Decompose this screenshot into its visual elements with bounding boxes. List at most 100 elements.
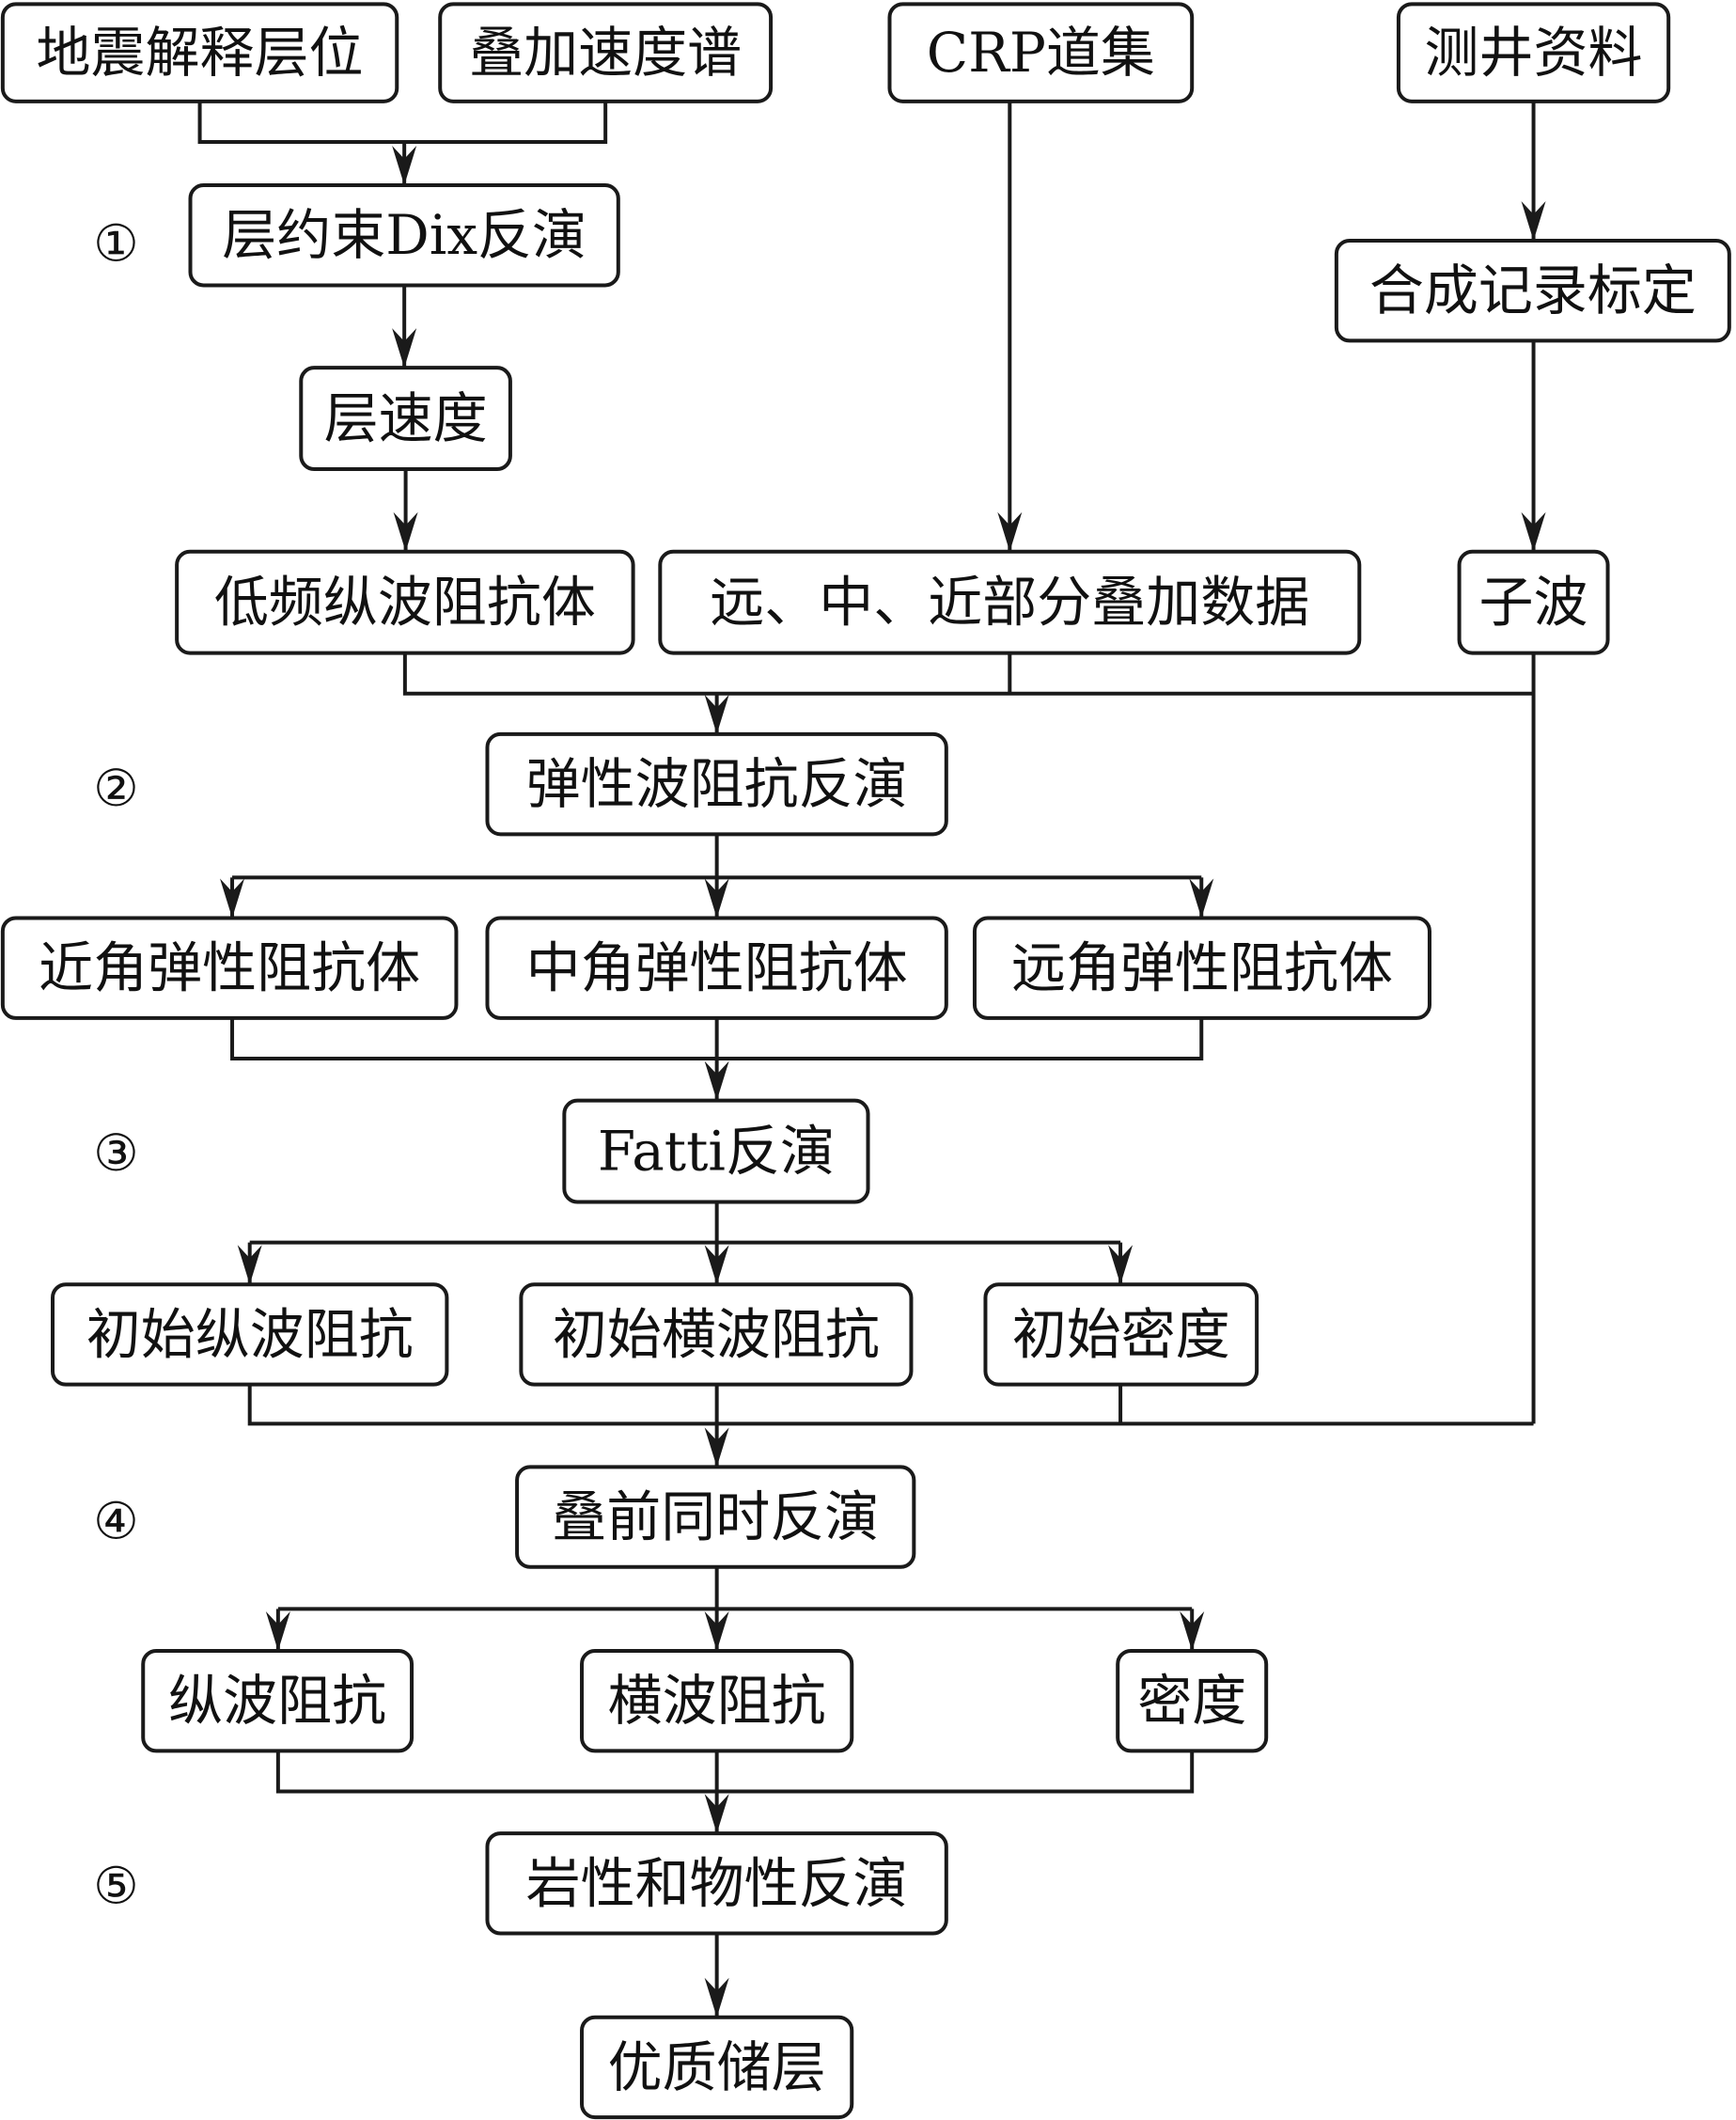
- node-label: 叠加速度谱: [469, 21, 742, 85]
- node-far-angle-ei: 远角弹性阻抗体: [972, 916, 1431, 1020]
- arrowhead-icon: [265, 1610, 290, 1651]
- node-label: 子波: [1479, 571, 1588, 635]
- node-box: [1116, 1648, 1269, 1753]
- node-box: [983, 1282, 1259, 1387]
- node-s-impedance: 横波阻抗: [580, 1648, 854, 1753]
- node-box: [0, 2, 399, 103]
- node-dix-inversion: 层约束Dix反演: [188, 183, 620, 288]
- node-seismic-horizons: 地震解释层位: [0, 2, 399, 103]
- arrowhead-icon: [704, 1060, 729, 1101]
- node-lithology-property-inversion: 岩性和物性反演: [485, 1831, 948, 1936]
- arrowhead-icon: [1521, 200, 1546, 241]
- node-initial-s-impedance: 初始横波阻抗: [519, 1282, 914, 1387]
- arrowhead-icon: [704, 1977, 729, 2018]
- merge-line-step5: [275, 1751, 1195, 1794]
- step-marker-1: ①: [93, 213, 138, 273]
- merge-line-step4: [247, 1384, 1534, 1426]
- node-label: 横波阻抗: [608, 1669, 826, 1733]
- merge-line-step2: [402, 652, 1534, 696]
- arrowhead-icon: [704, 878, 729, 919]
- step-marker-4: ④: [93, 1491, 138, 1550]
- node-box: [1396, 2, 1671, 103]
- node-low-freq-p-impedance: 低频纵波阻抗体: [175, 549, 635, 655]
- node-label: 初始密度: [1012, 1302, 1230, 1366]
- arrowhead-icon: [704, 1610, 729, 1651]
- node-label: 纵波阻抗: [168, 1669, 386, 1733]
- node-well-data: 测井资料: [1396, 2, 1671, 103]
- arrowhead-icon: [1521, 511, 1546, 552]
- node-label: Fatti反演: [598, 1120, 835, 1184]
- node-label: 岩性和物性反演: [526, 1851, 908, 1915]
- node-density: 密度: [1116, 1648, 1269, 1753]
- step-marker-5: ⑤: [93, 1857, 138, 1916]
- node-initial-density: 初始密度: [983, 1282, 1259, 1387]
- node-box: [972, 916, 1431, 1020]
- node-box: [0, 916, 459, 1020]
- node-initial-p-impedance: 初始纵波阻抗: [51, 1282, 449, 1387]
- node-wavelet: 子波: [1457, 549, 1610, 655]
- node-box: [299, 366, 512, 472]
- node-label: 远角弹性阻抗体: [1011, 936, 1393, 1000]
- node-box: [1334, 238, 1731, 343]
- node-box: [887, 2, 1195, 103]
- node-label: 地震解释层位: [37, 21, 364, 85]
- step-marker-2: ②: [93, 759, 138, 818]
- node-crp-gathers: CRP道集: [887, 2, 1195, 103]
- arrowhead-icon: [393, 511, 418, 552]
- node-box: [485, 1831, 948, 1936]
- node-box: [1457, 549, 1610, 655]
- node-near-angle-ei: 近角弹性阻抗体: [0, 916, 459, 1020]
- node-box: [175, 549, 635, 655]
- arrowhead-icon: [1180, 1610, 1205, 1651]
- node-partial-stacks: 远、中、近部分叠加数据: [658, 549, 1362, 655]
- arrowhead-icon: [237, 1245, 262, 1285]
- merge-line-step1: [197, 101, 608, 145]
- node-label: 叠前同时反演: [552, 1485, 879, 1549]
- node-box: [188, 183, 620, 288]
- node-label: 合成记录标定: [1369, 259, 1697, 322]
- node-box: [580, 1648, 854, 1753]
- node-label: 初始纵波阻抗: [86, 1302, 414, 1366]
- node-elastic-impedance-inversion: 弹性波阻抗反演: [485, 731, 948, 837]
- node-label: 中角弹性阻抗体: [526, 936, 908, 1000]
- node-prestack-simultaneous-inversion: 叠前同时反演: [515, 1465, 916, 1569]
- node-fatti-inversion: Fatti反演: [562, 1098, 870, 1204]
- node-box: [562, 1098, 870, 1204]
- node-label: 密度: [1137, 1669, 1246, 1733]
- arrowhead-icon: [392, 146, 417, 186]
- node-stack-velocity: 叠加速度谱: [438, 2, 774, 103]
- node-box: [51, 1282, 449, 1387]
- arrowhead-icon: [997, 511, 1023, 552]
- steps-layer: ① ② ③ ④ ⑤: [93, 213, 138, 1915]
- node-label: 层速度: [324, 386, 488, 450]
- arrowhead-icon: [220, 878, 245, 919]
- node-label: 测井资料: [1425, 21, 1643, 85]
- arrowhead-icon: [1189, 878, 1214, 919]
- node-label: 层约束Dix反演: [222, 203, 586, 267]
- node-label: CRP道集: [927, 21, 1155, 85]
- edges-layer: [197, 101, 1546, 2018]
- node-box: [515, 1465, 916, 1569]
- node-p-impedance: 纵波阻抗: [141, 1648, 414, 1753]
- node-box: [658, 549, 1362, 655]
- node-label: 近角弹性阻抗体: [39, 936, 420, 1000]
- arrowhead-icon: [704, 1794, 729, 1834]
- node-interval-velocity: 层速度: [299, 366, 512, 472]
- node-box: [519, 1282, 914, 1387]
- arrowhead-icon: [704, 1245, 729, 1285]
- node-quality-reservoir: 优质储层: [580, 2015, 854, 2120]
- node-label: 弹性波阻抗反演: [526, 752, 908, 816]
- node-label: 初始横波阻抗: [553, 1302, 880, 1366]
- node-label: 远、中、近部分叠加数据: [710, 571, 1309, 635]
- node-box: [141, 1648, 414, 1753]
- node-mid-angle-ei: 中角弹性阻抗体: [485, 916, 948, 1020]
- node-box: [580, 2015, 854, 2120]
- node-synthetic-calibration: 合成记录标定: [1334, 238, 1731, 343]
- node-label: 低频纵波阻抗体: [214, 571, 596, 635]
- step-marker-3: ③: [93, 1123, 138, 1183]
- arrowhead-icon: [704, 694, 729, 734]
- arrowhead-icon: [704, 1427, 729, 1468]
- arrowhead-icon: [1108, 1245, 1134, 1285]
